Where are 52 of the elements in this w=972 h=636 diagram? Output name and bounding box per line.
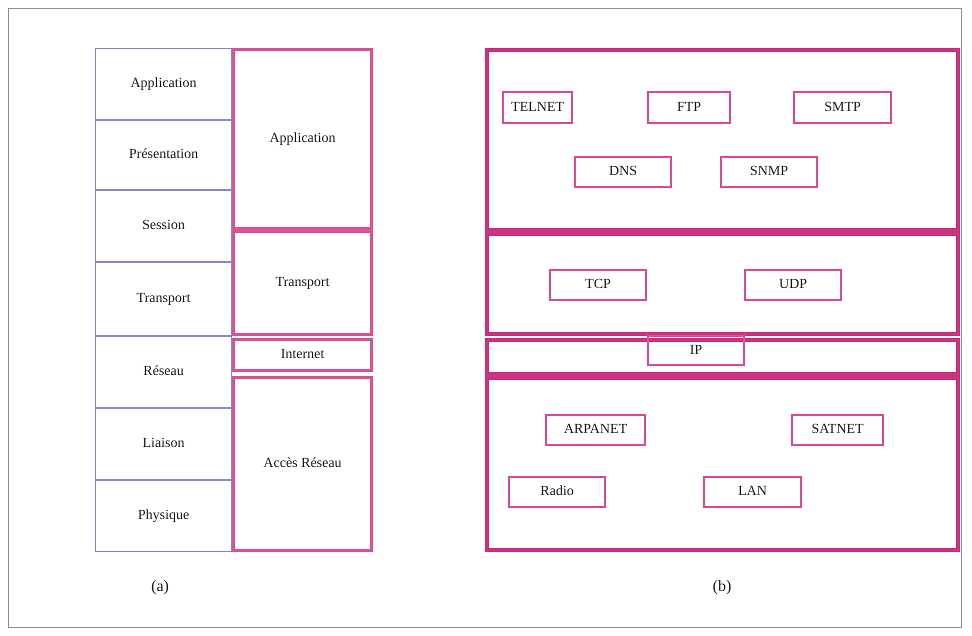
layer-box — [95, 120, 232, 190]
layer-box — [232, 338, 373, 372]
protocol-box — [744, 269, 842, 301]
layer-name: FTP — [676, 100, 702, 116]
layer-name: Application — [269, 131, 336, 147]
layer-band — [485, 232, 960, 336]
layer-name: Liaison — [142, 436, 184, 452]
panel-label: (b) — [712, 578, 732, 596]
layer-name: TELNET — [511, 100, 564, 116]
protocol-box — [574, 156, 672, 188]
layer-box — [232, 48, 373, 230]
protocol-box — [793, 91, 892, 124]
protocol-box — [720, 156, 818, 188]
layer-name: Radio — [540, 484, 574, 500]
layer-band — [485, 376, 960, 552]
layer-band — [485, 48, 960, 232]
protocol-box — [703, 476, 802, 508]
layer-name: Transport — [136, 291, 190, 307]
layer-name: Réseau — [143, 364, 184, 380]
protocol-box — [647, 91, 731, 124]
layer-band — [485, 338, 960, 376]
layer-name: Physique — [138, 508, 190, 524]
protocol-box — [647, 335, 745, 366]
layer-name: Application — [130, 76, 197, 92]
protocol-box — [545, 414, 646, 446]
layer-name: SATNET — [811, 422, 864, 438]
layer-box — [232, 376, 373, 552]
layer-name: Session — [142, 218, 185, 234]
layer-name: TCP — [585, 277, 611, 293]
layer-box — [95, 190, 232, 262]
layer-name: LAN — [738, 484, 767, 500]
layer-box — [232, 230, 373, 336]
panel-label: (a) — [151, 578, 169, 596]
layer-box — [95, 48, 232, 120]
layer-name: Internet — [280, 347, 324, 363]
protocol-box — [508, 476, 606, 508]
layer-box — [95, 262, 232, 336]
layer-name: ARPANET — [564, 422, 628, 438]
layer-name: SNMP — [750, 164, 788, 180]
layer-name: IP — [690, 342, 702, 358]
protocol-box — [791, 414, 884, 446]
layer-box — [95, 408, 232, 480]
layer-name: UDP — [778, 277, 807, 293]
layer-name: SMTP — [824, 100, 861, 116]
layer-name: Présentation — [128, 147, 198, 163]
layer-name: DNS — [608, 164, 637, 180]
layer-name: Accès Réseau — [263, 456, 342, 472]
layer-name: Transport — [276, 275, 330, 291]
protocol-box — [549, 269, 647, 301]
layer-box — [95, 336, 232, 408]
protocol-box — [502, 91, 573, 124]
layer-box — [95, 480, 232, 552]
